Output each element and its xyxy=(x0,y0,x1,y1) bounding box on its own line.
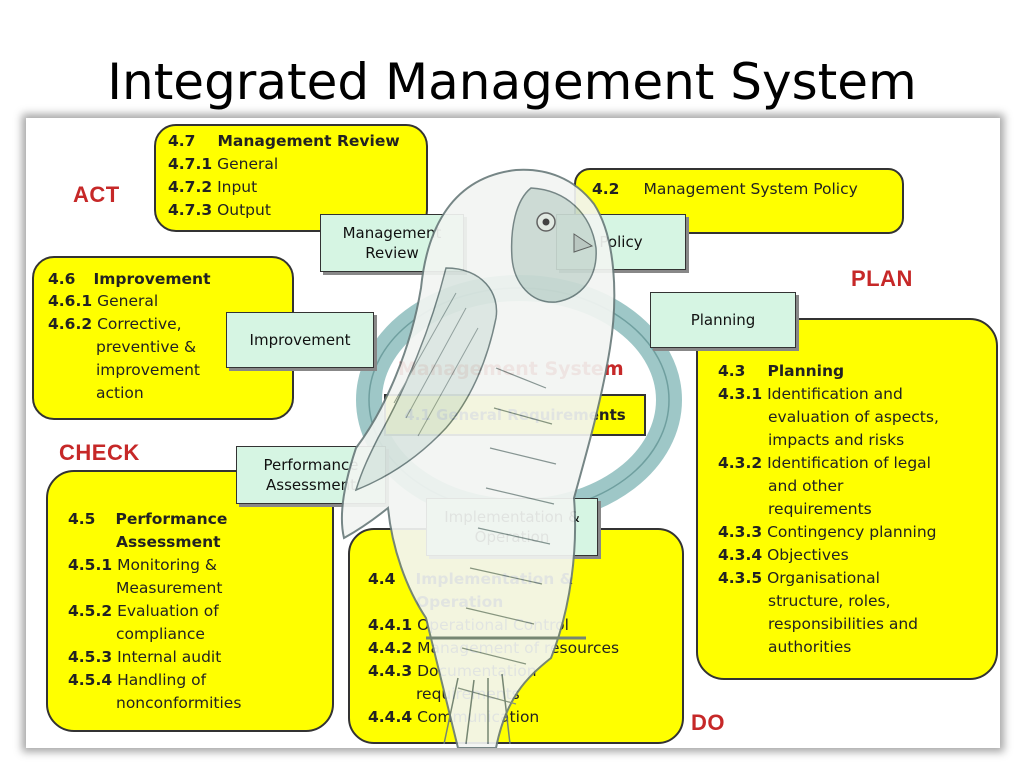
tab-planning: Planning xyxy=(650,292,796,348)
page-title: Integrated Management System xyxy=(0,52,1024,112)
general-requirements-box: 4.1 General Requirements xyxy=(384,394,646,436)
tab-policy: Policy xyxy=(556,214,686,270)
phase-act: ACT xyxy=(73,182,120,208)
tab-implementation-operation: Implementation & Operation xyxy=(426,498,598,556)
phase-check: CHECK xyxy=(59,440,140,466)
phase-plan: PLAN xyxy=(851,266,913,292)
management-system-label: Management System xyxy=(398,358,624,380)
phase-do: DO xyxy=(691,710,725,736)
tab-performance-assessment: Performance Assessment xyxy=(236,446,386,504)
tab-management-review: Management Review xyxy=(320,214,464,272)
tab-improvement: Improvement xyxy=(226,312,374,368)
